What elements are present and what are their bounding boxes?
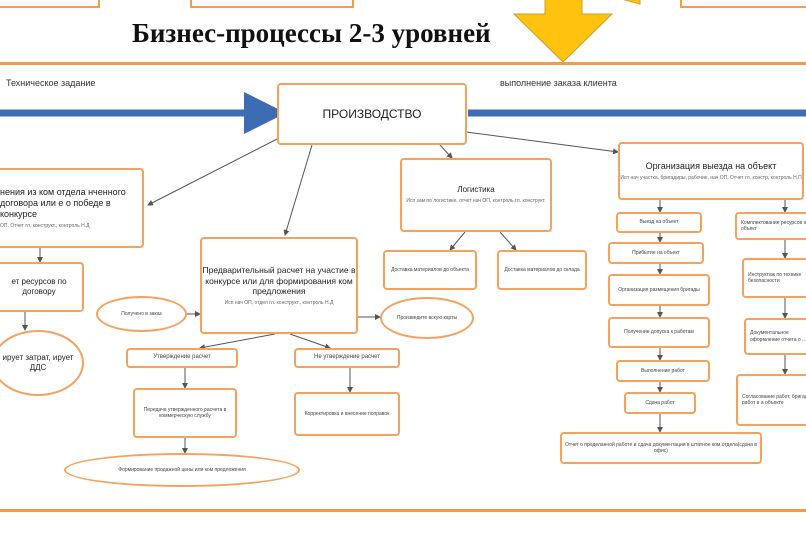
node-received-label: Получено в заказ [121, 310, 162, 317]
node-handover-label: Сдача работ [645, 399, 675, 406]
node-costs-label: ирует затрат, ирует ДДС [2, 353, 74, 372]
node-logistics-label: Логистика [457, 185, 495, 195]
node-logistics: Логистика Исп зам по логистике, отчет на… [400, 158, 552, 232]
node-execution: Выполнение работ [616, 360, 710, 382]
node-tender-label: нения из ком отдела нченного договора ил… [0, 186, 126, 220]
diagram-frame [0, 62, 806, 512]
node-report: Отчет о проделанной работе и сдача докум… [560, 432, 762, 464]
node-org-departure-sub: Исп нач участка, бригадиры, рабочие, нач… [620, 175, 802, 181]
node-calc: Предварительный расчет на участие в конк… [200, 237, 358, 334]
node-calc-label: Предварительный расчет на участие в конк… [202, 264, 356, 297]
node-admission-label: Получение допуска к работам [624, 329, 694, 336]
node-correct: Корректировка и внесение поправок [294, 392, 400, 436]
top-box-right [680, 0, 806, 8]
node-approve-label: Утверждение расчет [153, 354, 211, 361]
node-placement: Организация размещения бригады [608, 274, 710, 306]
node-org-departure: Организация выезда на объект Исп нач уча… [618, 142, 804, 200]
node-purchase: Произведите вскую карты [380, 297, 474, 339]
node-price-form-label: Формирование продажной цены или ком пред… [118, 466, 246, 473]
node-r2: Инструктаж по технике безопасности [742, 258, 806, 298]
node-execution-label: Выполнение работ [641, 367, 685, 374]
node-resources-label: ет ресурсов по договору [11, 277, 67, 296]
node-arrival-label: Прибытие на объект [632, 249, 680, 256]
page-title: Бизнес-процессы 2-3 уровней [132, 18, 491, 48]
top-box-mid [190, 0, 354, 8]
node-delivery-warehouse-label: Доставка материалов до склада [504, 266, 580, 273]
node-delivery-object: Доставка материалов до объекта [383, 250, 477, 290]
node-production-label: ПРОИЗВОДСТВО [322, 106, 422, 121]
node-departure-label: Выезд на объект [639, 219, 679, 226]
node-r4-label: Согласование работ, бригад, работ в а об… [742, 393, 806, 406]
node-production: ПРОИЗВОДСТВО [277, 83, 467, 145]
node-placement-label: Организация размещения бригады [618, 286, 700, 293]
node-transfer: Передача утвержденного расчета в коммерч… [133, 388, 237, 438]
node-price-form: Формирование продажной цены или ком пред… [64, 453, 300, 487]
node-r4: Согласование работ, бригад, работ в а об… [736, 374, 806, 426]
node-tender-sub: ОП, Отчет гл. конструкт., контроль Н.Д [0, 223, 90, 230]
node-delivery-warehouse: Доставка материалов до склада [497, 250, 587, 290]
node-correct-label: Корректировка и внесение поправок [304, 410, 390, 417]
node-admission: Получение допуска к работам [608, 317, 710, 348]
node-departure: Выезд на объект [616, 212, 702, 233]
node-r1-label: Комплектование ресурсов на объект [741, 219, 806, 232]
node-report-label: Отчет о проделанной работе и сдача докум… [565, 441, 757, 454]
node-handover: Сдача работ [624, 392, 696, 414]
node-r1: Комплектование ресурсов на объект [735, 212, 806, 240]
node-r3-label: Документальное оформление отчета о ... [750, 330, 806, 343]
node-costs: ирует затрат, ирует ДДС [0, 330, 84, 396]
node-tender: нения из ком отдела нченного договора ил… [0, 168, 144, 248]
node-r3: Документальное оформление отчета о ... [744, 318, 806, 355]
node-delivery-object-label: Доставка материалов до объекта [391, 266, 469, 273]
node-not-approve: Не утверждение расчет [294, 348, 400, 368]
node-approve: Утверждение расчет [126, 348, 238, 368]
node-purchase-label: Произведите вскую карты [396, 314, 458, 321]
label-order-execution: выполнение заказа клиента [500, 78, 617, 88]
node-transfer-label: Передача утвержденного расчета в коммерч… [143, 406, 227, 419]
node-resources: ет ресурсов по договору [0, 262, 84, 312]
node-received: Получено в заказ [96, 296, 187, 332]
node-r2-label: Инструктаж по технике безопасности [748, 271, 802, 284]
node-logistics-sub: Исп зам по логистике, отчет нач ОП, конт… [406, 198, 546, 205]
node-calc-sub: Исп нач ОП, отдел гл. конструкт., контро… [224, 299, 334, 306]
node-arrival: Прибытие на объект [608, 242, 704, 264]
node-not-approve-label: Не утверждение расчет [313, 354, 381, 361]
label-tech-task: Техническое задание [6, 78, 96, 88]
top-box-left [0, 0, 100, 8]
node-org-departure-label: Организация выезда на объект [645, 160, 777, 171]
